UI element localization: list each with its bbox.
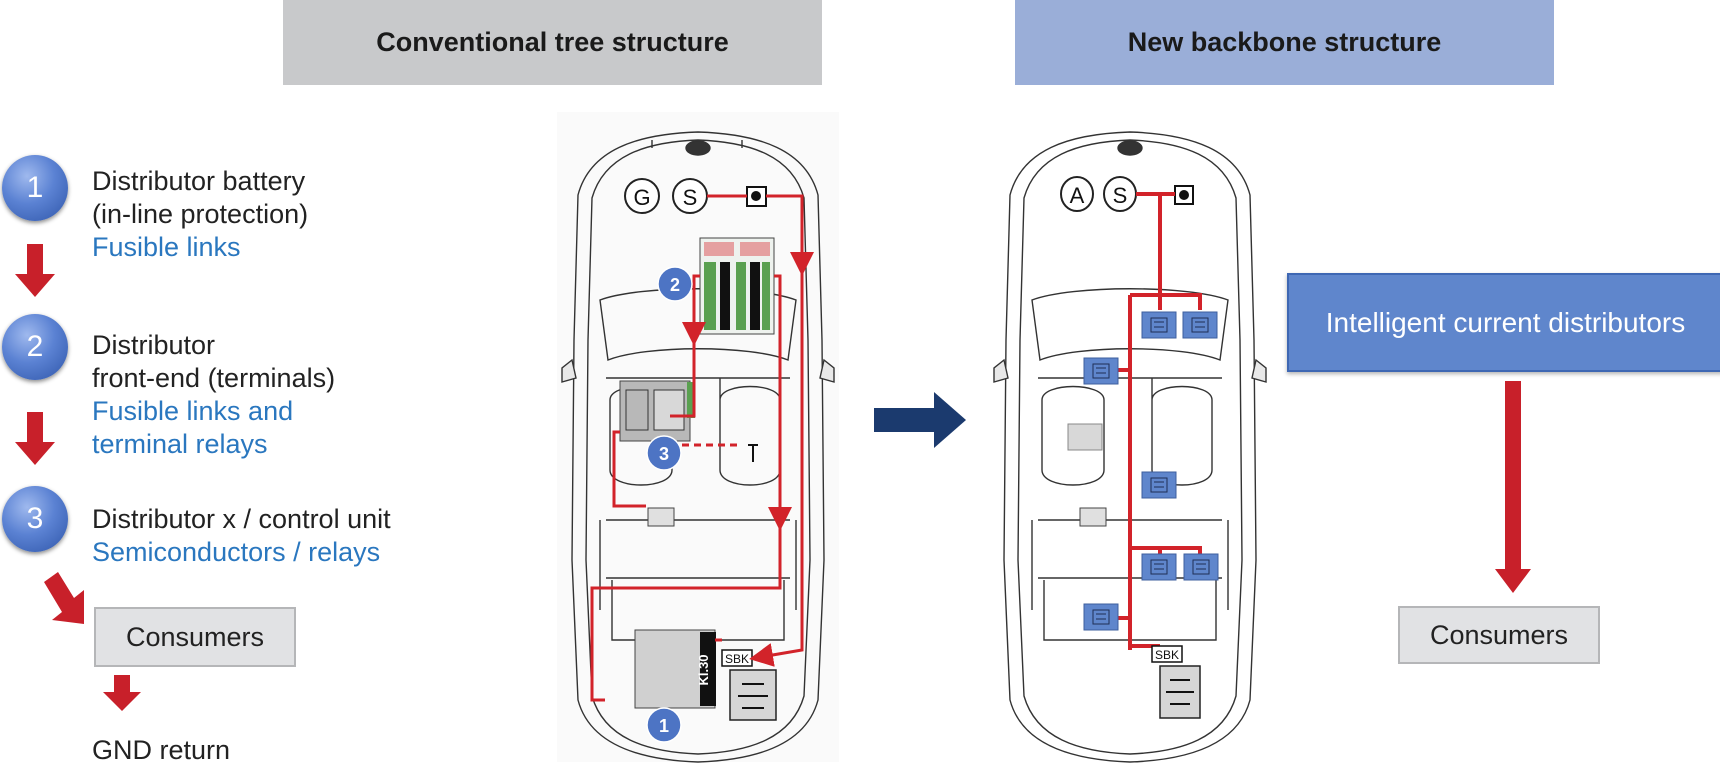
step-3-text: Distributor x / control unit Semiconduct… <box>92 503 391 569</box>
control-unit <box>619 380 695 442</box>
step-arrow-3 <box>44 572 84 624</box>
front-distributor-panel <box>699 237 775 335</box>
svg-text:2: 2 <box>670 275 680 295</box>
svg-text:S: S <box>1113 183 1128 208</box>
distributor-unit-7 <box>1083 603 1119 631</box>
svg-text:A: A <box>1070 183 1085 208</box>
conventional-wiring <box>590 194 814 702</box>
svg-text:SBK: SBK <box>1155 648 1179 662</box>
distributor-unit-2 <box>1182 311 1218 339</box>
svg-text:S: S <box>683 185 698 210</box>
step-1-badge: 1 <box>2 155 68 221</box>
battery-fuse-panel: Kl.30 <box>634 629 716 709</box>
grey-distributor <box>1067 423 1103 451</box>
starter-icon: S <box>672 178 708 214</box>
consumers-box-left: Consumers <box>94 607 296 667</box>
generator-icon: G <box>624 178 660 214</box>
rear-distributor-right <box>1079 507 1107 527</box>
battery-icon-right <box>1159 665 1201 719</box>
svg-text:3: 3 <box>659 444 669 464</box>
car-badge-3: 3 <box>646 435 682 471</box>
consumers-box-right: Consumers <box>1398 606 1600 664</box>
distributor-unit-4 <box>1141 471 1177 499</box>
distributor-unit-6 <box>1183 553 1219 581</box>
sbk-label-left: SBK <box>721 649 753 667</box>
car-badge-2: 2 <box>657 266 693 302</box>
backbone-header: New backbone structure <box>1015 0 1554 85</box>
step-arrow-4 <box>103 675 141 711</box>
conventional-header: Conventional tree structure <box>283 0 822 85</box>
starter-icon-right: S <box>1103 176 1137 212</box>
transition-arrow <box>874 392 966 448</box>
step-1-text: Distributor battery (in-line protection)… <box>92 165 308 264</box>
step-2-badge: 2 <box>2 314 68 380</box>
battery-icon-left <box>729 669 777 721</box>
step-arrow-2 <box>15 412 55 465</box>
step-2-line1: Distributor <box>92 330 216 360</box>
step-3-blue: Semiconductors / relays <box>92 537 381 567</box>
gnd-return-label: GND return <box>92 735 231 765</box>
svg-text:1: 1 <box>659 716 669 736</box>
step-2-text: Distributor front-end (terminals) Fusibl… <box>92 329 335 461</box>
step-2-blue2: terminal relays <box>92 429 268 459</box>
distributor-unit-3 <box>1083 357 1119 385</box>
alternator-icon: A <box>1060 176 1094 212</box>
step-arrow-1 <box>15 244 55 297</box>
step-1-line2: (in-line protection) <box>92 199 309 229</box>
step-2-blue1: Fusible links and <box>92 396 294 426</box>
distributor-to-consumers-arrow <box>1495 381 1531 593</box>
step-1-blue: Fusible links <box>92 232 241 262</box>
car-badge-1: 1 <box>646 707 682 743</box>
intelligent-distributors-box: Intelligent current distributors <box>1287 273 1720 372</box>
step-2-line2: front-end (terminals) <box>92 363 336 393</box>
backbone-wiring <box>1116 192 1202 650</box>
svg-text:SBK: SBK <box>725 652 749 666</box>
rear-distributor <box>647 507 675 527</box>
step-3-badge: 3 <box>2 486 68 552</box>
sbk-label-right: SBK <box>1151 645 1183 663</box>
distributor-unit-5 <box>1141 553 1177 581</box>
svg-text:Kl.30: Kl.30 <box>696 654 711 685</box>
step-3-line1: Distributor x / control unit <box>92 504 391 534</box>
distributor-unit-1 <box>1141 311 1177 339</box>
svg-text:G: G <box>633 185 650 210</box>
step-1-line1: Distributor battery <box>92 166 306 196</box>
